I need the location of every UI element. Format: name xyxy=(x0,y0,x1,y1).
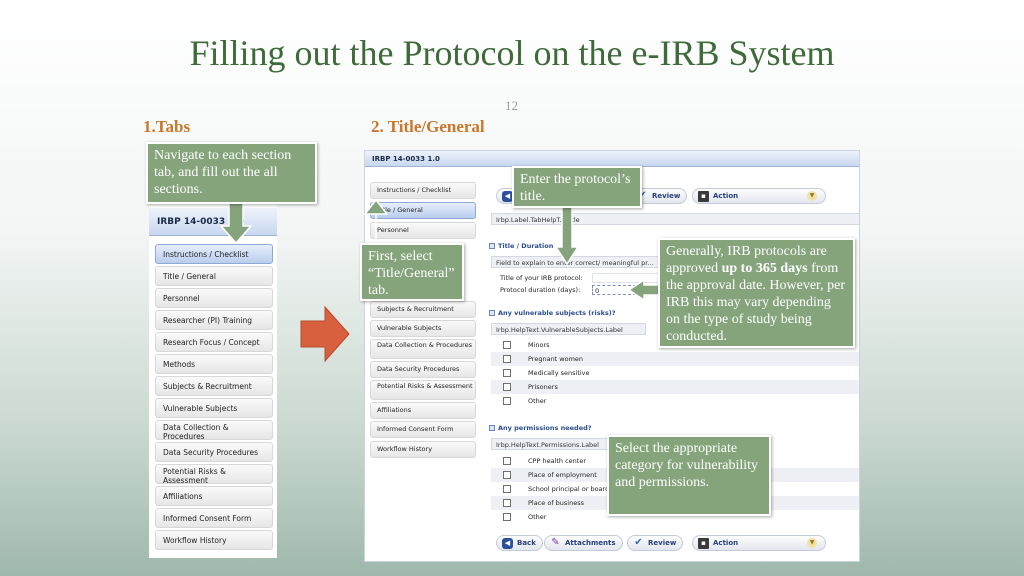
title-callout: Enter the protocol’s title. xyxy=(512,166,642,208)
tabs-heading: 1.Tabs xyxy=(143,117,191,136)
checkbox[interactable] xyxy=(503,355,511,363)
vulnerable-subjects-heading[interactable]: Any vulnerable subjects (risks)? xyxy=(489,309,616,317)
tab-instructions-checklist[interactable]: Instructions / Checklist xyxy=(155,244,273,264)
action-icon: ▪ xyxy=(698,538,709,549)
side-tab-title-general[interactable]: Title / General xyxy=(370,202,476,219)
chevron-down-icon: ▼ xyxy=(807,191,817,201)
collapse-icon xyxy=(489,425,495,431)
checkbox[interactable] xyxy=(503,341,511,349)
checkbox-row[interactable]: School principal or board xyxy=(491,482,859,496)
side-tab-vulnerable-subjects[interactable]: Vulnerable Subjects xyxy=(370,320,476,337)
checkbox[interactable] xyxy=(503,457,511,465)
tab-affiliations[interactable]: Affiliations xyxy=(155,486,273,506)
category-callout: Select the appropriate category for vuln… xyxy=(607,435,771,516)
protocol-title-input[interactable] xyxy=(592,273,662,283)
review-icon: ✔ xyxy=(634,537,643,548)
tab-informed-consent[interactable]: Informed Consent Form xyxy=(155,508,273,528)
collapse-icon xyxy=(489,243,495,249)
checkbox[interactable] xyxy=(503,471,511,479)
tab-potential-risks[interactable]: Potential Risks & Assessment xyxy=(155,464,273,485)
checkbox-row[interactable]: Other xyxy=(491,510,859,524)
protocol-id-header: IRBP 14-0033 1.0 xyxy=(149,208,277,236)
tab-personnel[interactable]: Personnel xyxy=(155,288,273,308)
tab-vulnerable-subjects[interactable]: Vulnerable Subjects xyxy=(155,398,273,418)
checkbox[interactable] xyxy=(503,369,511,377)
slide-title: Filling out the Protocol on the e-IRB Sy… xyxy=(189,33,835,73)
side-tab-instructions[interactable]: Instructions / Checklist xyxy=(370,182,476,199)
checkbox-row[interactable]: Prisoners xyxy=(491,380,859,394)
attachments-button-bottom[interactable]: ✎Attachments xyxy=(544,535,623,551)
action-icon: ▪ xyxy=(698,191,709,202)
tab-subjects-recruitment[interactable]: Subjects & Recruitment xyxy=(155,376,273,396)
checkbox[interactable] xyxy=(503,383,511,391)
side-tab-personnel[interactable]: Personnel xyxy=(370,222,476,239)
permissions-heading[interactable]: Any permissions needed? xyxy=(489,424,592,432)
protocol-title-label: Title of your IRB protocol: xyxy=(500,274,583,282)
duration-callout: Generally, IRB protocols are approved up… xyxy=(658,238,855,348)
checkbox-row[interactable]: Pregnant women xyxy=(491,352,859,366)
bottom-toolbar: ◀Back ✎Attachments ✔Review ▪Action▼ xyxy=(496,535,856,553)
tab-researcher-training[interactable]: Researcher (PI) Training xyxy=(155,310,273,330)
collapse-icon xyxy=(489,310,495,316)
checkbox[interactable] xyxy=(503,513,511,521)
checkbox-row[interactable]: Minors xyxy=(491,338,859,352)
protocol-header: IRBP 14-0033 1.0 xyxy=(365,151,859,167)
chevron-down-icon: ▼ xyxy=(807,538,817,548)
side-tab-workflow-history[interactable]: Workflow History xyxy=(370,441,476,458)
side-tab-informed-consent[interactable]: Informed Consent Form xyxy=(370,421,476,438)
permissions-help: Irbp.HelpText.Permissions.Label xyxy=(491,438,621,450)
tab-title-general[interactable]: Title / General xyxy=(155,266,273,286)
protocol-side-tabs: Instructions / Checklist Title / General… xyxy=(365,168,477,561)
checkbox-row[interactable]: Other xyxy=(491,394,859,408)
side-tab-data-collection[interactable]: Data Collection & Procedures xyxy=(370,339,476,359)
side-tab-subjects-recruitment[interactable]: Subjects & Recruitment xyxy=(370,301,476,318)
title-duration-heading[interactable]: Title / Duration xyxy=(489,242,553,250)
vulnerable-help: Irbp.HelpText.VulnerableSubjects.Label xyxy=(491,323,646,335)
action-dropdown-bottom[interactable]: ▪Action▼ xyxy=(692,535,826,551)
side-tab-data-security[interactable]: Data Security Procedures xyxy=(370,361,476,378)
paperclip-icon: ✎ xyxy=(551,537,560,548)
tab-workflow-history[interactable]: Workflow History xyxy=(155,530,273,550)
checkbox[interactable] xyxy=(503,499,511,507)
checkbox-row[interactable]: CPP health center xyxy=(491,454,859,468)
tab-methods[interactable]: Methods xyxy=(155,354,273,374)
checkbox-row[interactable]: Medically sensitive xyxy=(491,366,859,380)
review-button-bottom[interactable]: ✔Review xyxy=(627,535,684,551)
back-icon: ◀ xyxy=(502,191,513,202)
tab-research-focus[interactable]: Research Focus / Concept xyxy=(155,332,273,352)
side-tab-potential-risks[interactable]: Potential Risks & Assessment xyxy=(370,380,476,400)
back-icon: ◀ xyxy=(502,538,513,549)
protocol-duration-input[interactable]: 0 xyxy=(592,285,662,295)
review-icon: ✔ xyxy=(638,190,647,201)
action-dropdown-top[interactable]: ▪Action▼ xyxy=(692,188,826,204)
tab-data-collection[interactable]: Data Collection & Procedures xyxy=(155,420,273,441)
checkbox[interactable] xyxy=(503,397,511,405)
back-button-bottom[interactable]: ◀Back xyxy=(496,535,543,551)
review-button-top[interactable]: ✔Review xyxy=(631,188,688,204)
next-step-arrow xyxy=(300,306,350,362)
tab-list-panel: IRBP 14-0033 1.0 Instructions / Checklis… xyxy=(149,190,277,558)
title-help-text: Irbp.Label.TabHelpT...Title xyxy=(491,213,859,225)
checkbox[interactable] xyxy=(503,485,511,493)
select-tab-callout: First, select “Title/General” tab. xyxy=(360,243,464,301)
side-tab-affiliations[interactable]: Affiliations xyxy=(370,402,476,419)
protocol-duration-label: Protocol duration (days): xyxy=(500,286,581,294)
slide-number: 12 xyxy=(505,98,518,113)
title-general-heading: 2. Title/General xyxy=(371,117,485,136)
tab-data-security[interactable]: Data Security Procedures xyxy=(155,442,273,462)
tabs-callout: Navigate to each section tab, and fill o… xyxy=(146,142,317,204)
